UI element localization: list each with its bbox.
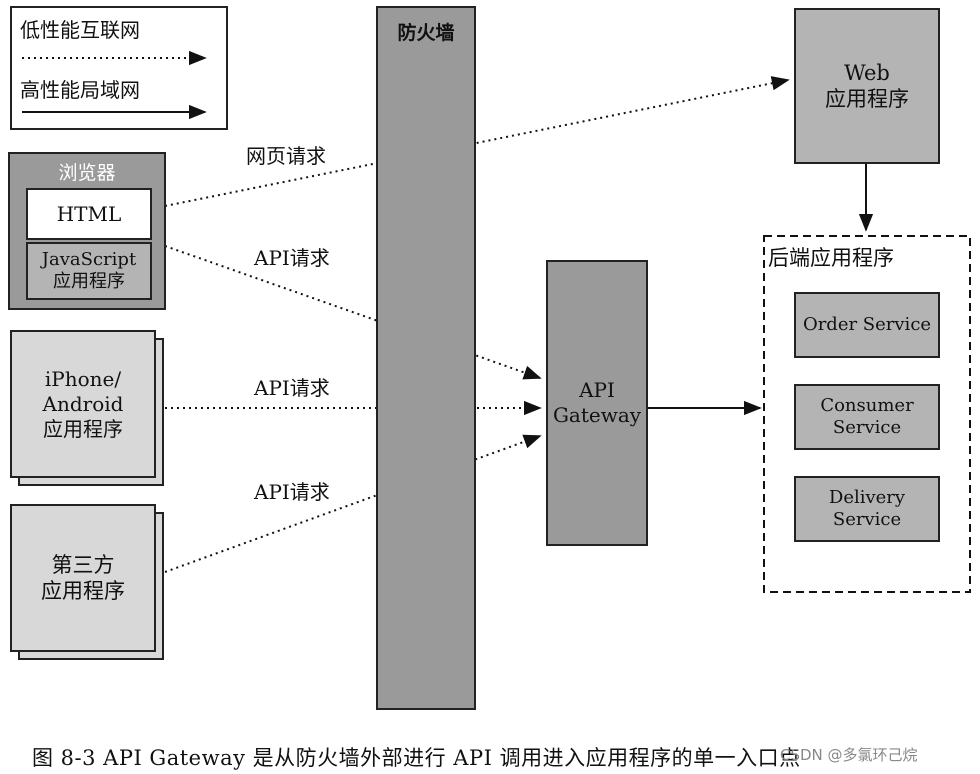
- thirdparty-app-box: 第三方 应用程序: [10, 504, 156, 652]
- watermark-text: CSDN @多氯环己烷: [780, 746, 918, 764]
- api-gateway-box: API Gateway: [546, 260, 648, 546]
- api-gateway-label: API Gateway: [552, 378, 642, 427]
- js-app-box: JavaScript 应用程序: [26, 242, 152, 300]
- label-web-request: 网页请求: [246, 144, 326, 168]
- order-service-label: Order Service: [802, 313, 932, 335]
- browser-title: 浏览器: [58, 162, 116, 184]
- legend-box: 低性能互联网 高性能局域网: [10, 6, 228, 130]
- backend-title: 后端应用程序: [768, 246, 894, 270]
- arrow-html-to-web: [164, 76, 790, 207]
- web-app-box: Web 应用程序: [794, 8, 940, 164]
- mobile-app-label: iPhone/ Android 应用程序: [42, 366, 124, 441]
- arrow-js-to-gateway: [164, 245, 542, 380]
- legend-low-perf-label: 低性能互联网: [20, 18, 140, 42]
- browser-box: 浏览器 HTML JavaScript 应用程序: [8, 152, 166, 310]
- legend-high-perf-label: 高性能局域网: [20, 78, 140, 102]
- firewall-label: 防火墙: [397, 22, 455, 44]
- order-service-box: Order Service: [794, 292, 940, 358]
- web-app-label: Web 应用程序: [825, 60, 909, 111]
- html-box: HTML: [26, 188, 152, 240]
- arrow-thirdparty-to-gateway: [164, 434, 542, 573]
- label-api-request-3: API请求: [254, 480, 330, 504]
- js-app-label: JavaScript 应用程序: [41, 248, 137, 293]
- delivery-service-box: Delivery Service: [794, 476, 940, 542]
- consumer-service-box: Consumer Service: [794, 384, 940, 450]
- backend-container: [763, 235, 971, 593]
- figure-caption: 图 8-3 API Gateway 是从防火墙外部进行 API 调用进入应用程序…: [32, 746, 801, 770]
- firewall-bar: 防火墙: [376, 6, 476, 710]
- label-api-request-2: API请求: [254, 376, 330, 400]
- mobile-app-box: iPhone/ Android 应用程序: [10, 330, 156, 478]
- consumer-service-label: Consumer Service: [820, 394, 914, 439]
- label-api-request-1: API请求: [254, 246, 330, 270]
- thirdparty-app-label: 第三方 应用程序: [41, 552, 125, 603]
- html-label: HTML: [56, 201, 122, 226]
- delivery-service-label: Delivery Service: [828, 486, 906, 531]
